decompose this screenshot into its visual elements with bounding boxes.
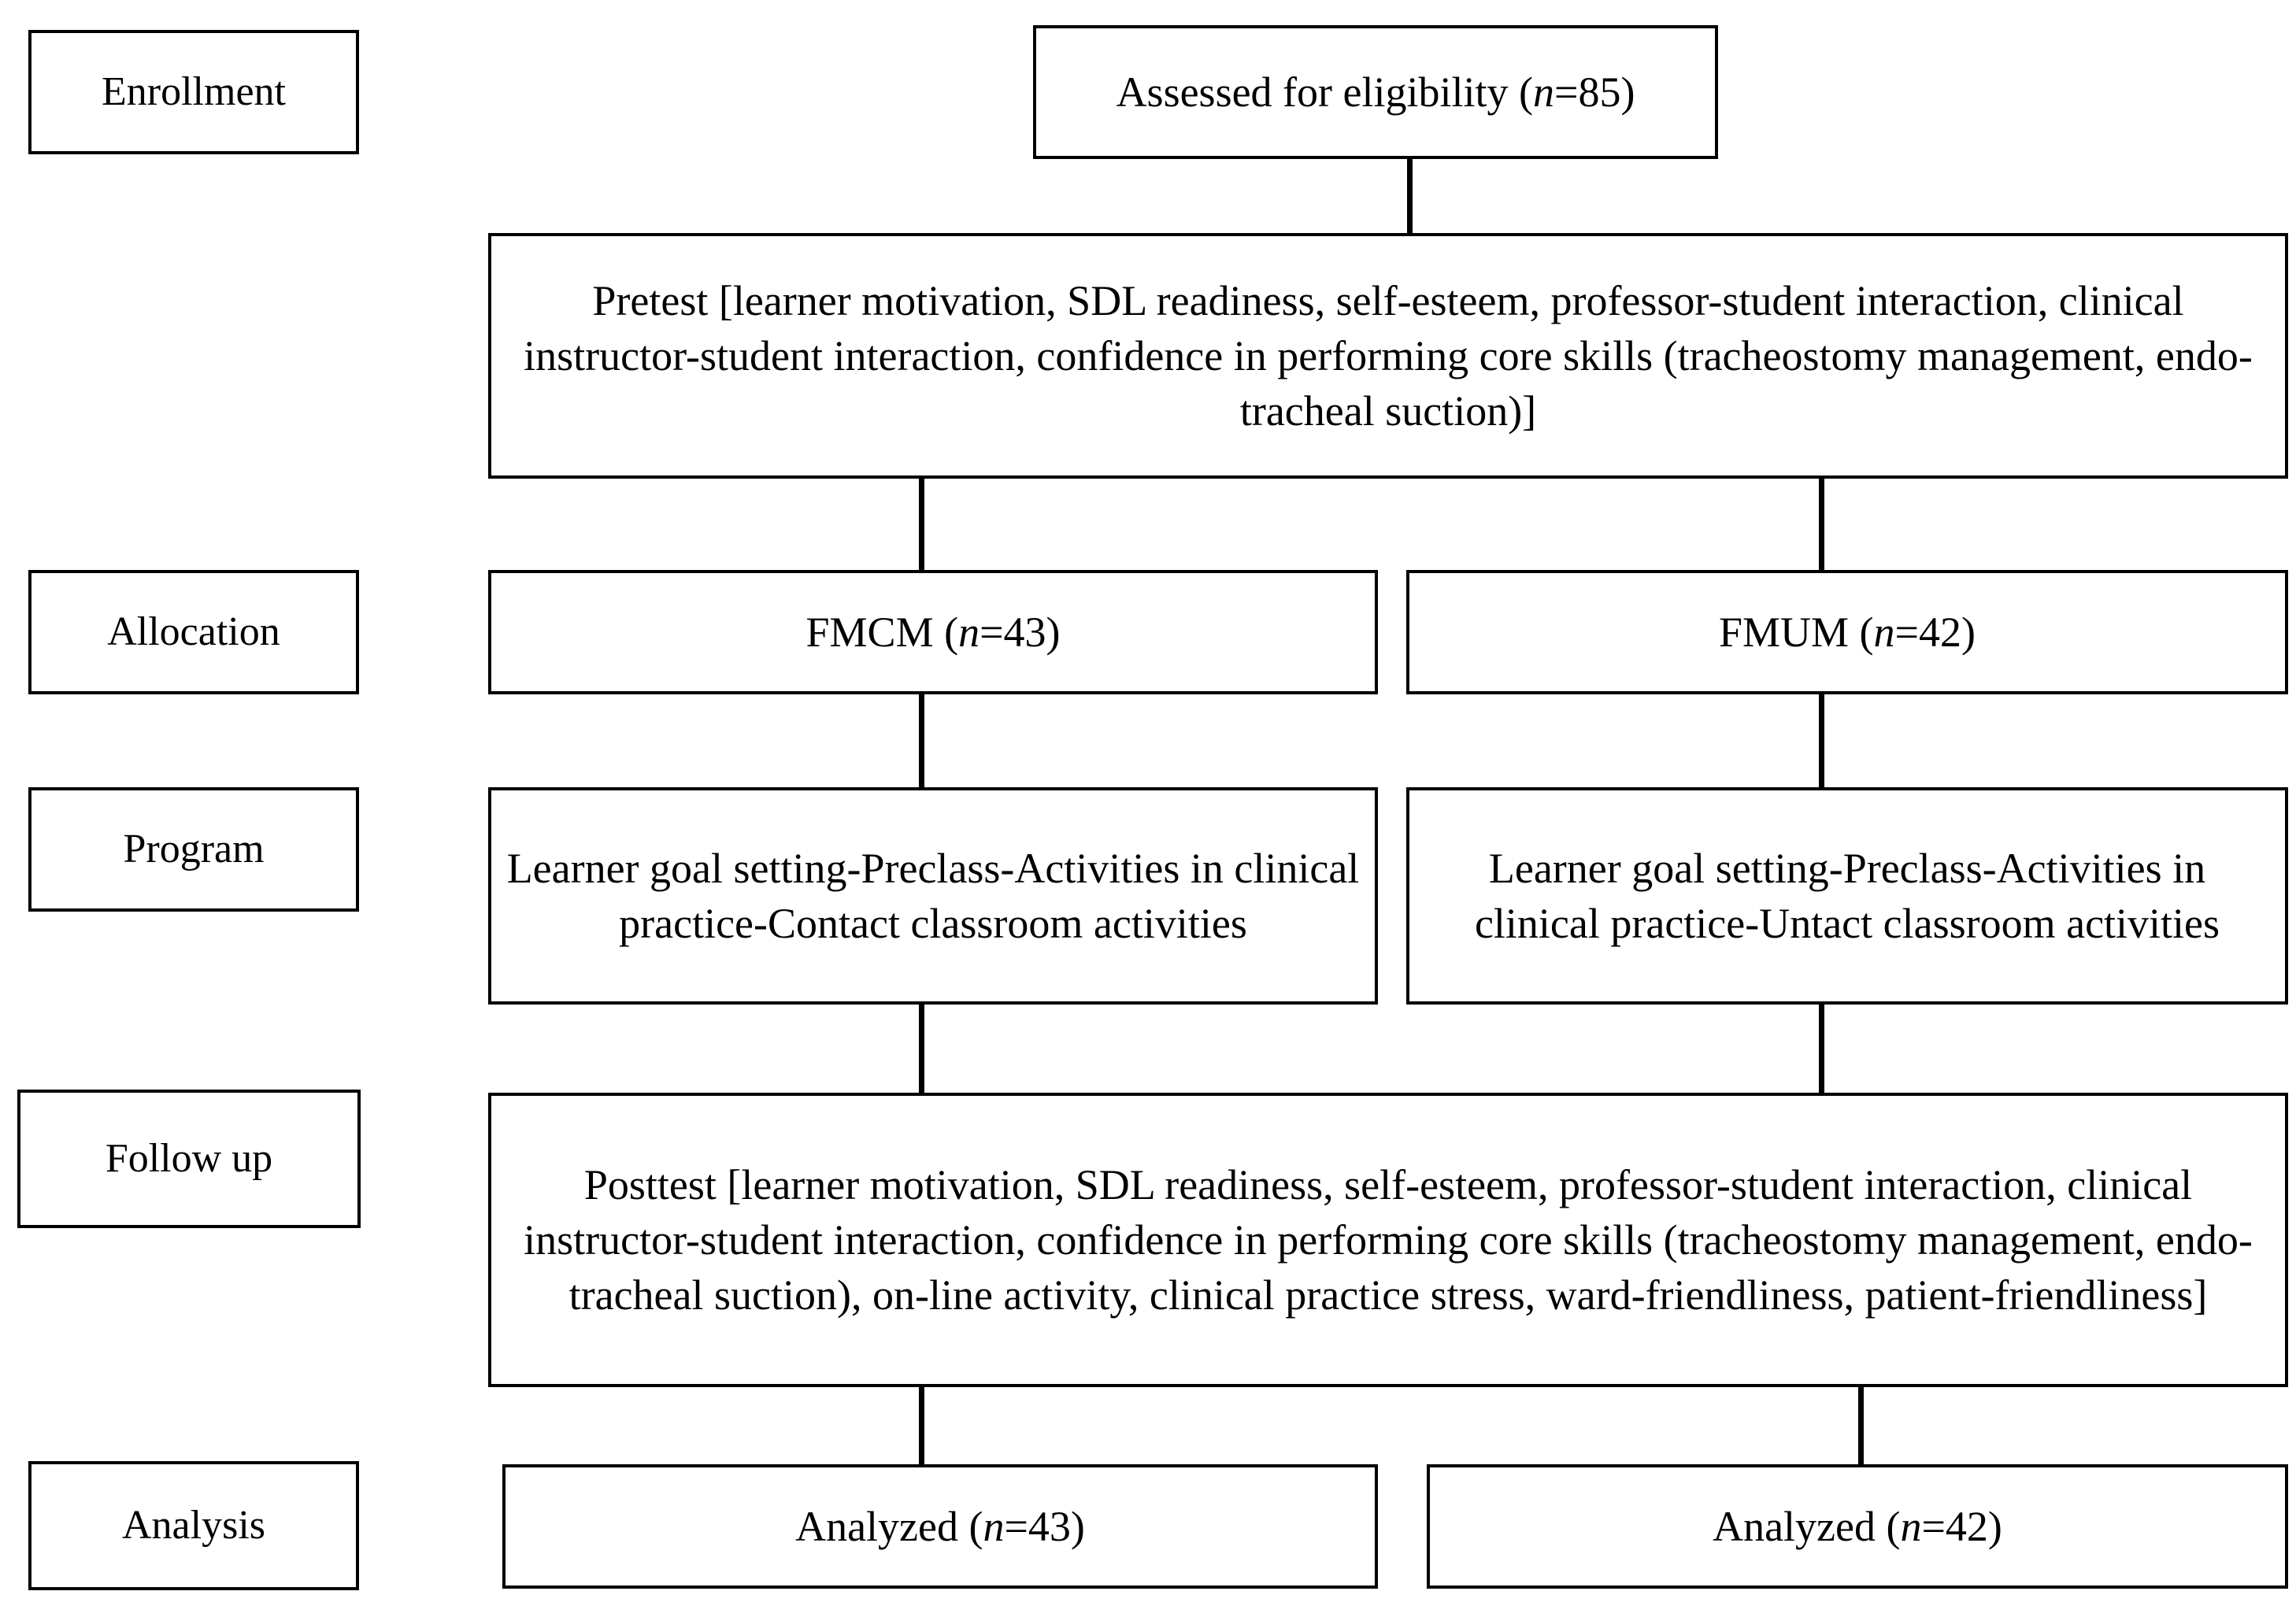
- node-assessed-for-eligibility-text: Assessed for eligibility (n=85): [1049, 65, 1702, 120]
- connector-eligibility-to-pretest: [1407, 157, 1413, 233]
- stage-label-allocation: Allocation: [28, 570, 359, 694]
- fmcm-post-text: =43): [980, 608, 1061, 656]
- node-analyzed-fmcm: Analyzed (n=43): [502, 1464, 1378, 1589]
- stage-label-follow-up-text: Follow up: [105, 1136, 273, 1182]
- analyzed-right-post-text: =42): [1921, 1502, 2002, 1550]
- node-assessed-for-eligibility: Assessed for eligibility (n=85): [1033, 25, 1718, 159]
- stage-label-program-text: Program: [123, 827, 265, 872]
- connector-program-right-to-posttest: [1819, 1001, 1824, 1097]
- analyzed-left-n-italic: n: [983, 1502, 1005, 1550]
- fmum-post-text: =42): [1894, 608, 1976, 656]
- node-allocation-fmcm-text: FMCM (n=43): [504, 605, 1362, 660]
- fmum-n-italic: n: [1873, 608, 1895, 656]
- eligibility-post-text: =85): [1554, 68, 1635, 116]
- node-allocation-fmum-text: FMUM (n=42): [1422, 605, 2272, 660]
- stage-label-enrollment-text: Enrollment: [102, 69, 286, 115]
- stage-label-enrollment: Enrollment: [28, 30, 359, 154]
- node-allocation-fmum: FMUM (n=42): [1406, 570, 2288, 694]
- fmcm-n-italic: n: [958, 608, 980, 656]
- connector-posttest-to-analyzed-left: [919, 1384, 924, 1469]
- connector-posttest-to-analyzed-right: [1858, 1384, 1864, 1469]
- analyzed-right-n-italic: n: [1900, 1502, 1922, 1550]
- node-analyzed-fmcm-text: Analyzed (n=43): [518, 1499, 1362, 1554]
- connector-fmum-to-program-right: [1819, 690, 1824, 792]
- fmum-pre-text: FMUM (: [1719, 608, 1874, 656]
- node-allocation-fmcm: FMCM (n=43): [488, 570, 1378, 694]
- analyzed-left-post-text: =43): [1004, 1502, 1085, 1550]
- stage-label-analysis: Analysis: [28, 1461, 359, 1590]
- connector-pretest-to-fmum: [1819, 474, 1824, 575]
- node-program-fmcm-text: Learner goal setting-Preclass-Activities…: [506, 844, 1360, 947]
- node-posttest: Posttest [learner motivation, SDL readin…: [488, 1093, 2288, 1387]
- stage-label-program: Program: [28, 787, 359, 912]
- stage-label-follow-up: Follow up: [17, 1090, 361, 1228]
- eligibility-pre-text: Assessed for eligibility (: [1116, 68, 1533, 116]
- connector-fmcm-to-program-left: [919, 690, 924, 792]
- connector-program-left-to-posttest: [919, 1001, 924, 1097]
- stage-label-analysis-text: Analysis: [122, 1503, 265, 1549]
- node-pretest-text: Pretest [learner motivation, SDL readine…: [524, 276, 2253, 435]
- fmcm-pre-text: FMCM (: [805, 608, 959, 656]
- node-program-fmum: Learner goal setting-Preclass-Activities…: [1406, 787, 2288, 1005]
- node-analyzed-fmum-text: Analyzed (n=42): [1442, 1499, 2272, 1554]
- node-pretest: Pretest [learner motivation, SDL readine…: [488, 233, 2288, 479]
- connector-pretest-to-fmcm: [919, 474, 924, 575]
- stage-label-allocation-text: Allocation: [107, 609, 280, 655]
- node-program-fmcm: Learner goal setting-Preclass-Activities…: [488, 787, 1378, 1005]
- node-posttest-text: Posttest [learner motivation, SDL readin…: [524, 1160, 2253, 1319]
- node-program-fmum-text: Learner goal setting-Preclass-Activities…: [1474, 844, 2220, 947]
- analyzed-right-pre-text: Analyzed (: [1713, 1502, 1901, 1550]
- analyzed-left-pre-text: Analyzed (: [795, 1502, 983, 1550]
- node-analyzed-fmum: Analyzed (n=42): [1427, 1464, 2288, 1589]
- eligibility-n-italic: n: [1533, 68, 1554, 116]
